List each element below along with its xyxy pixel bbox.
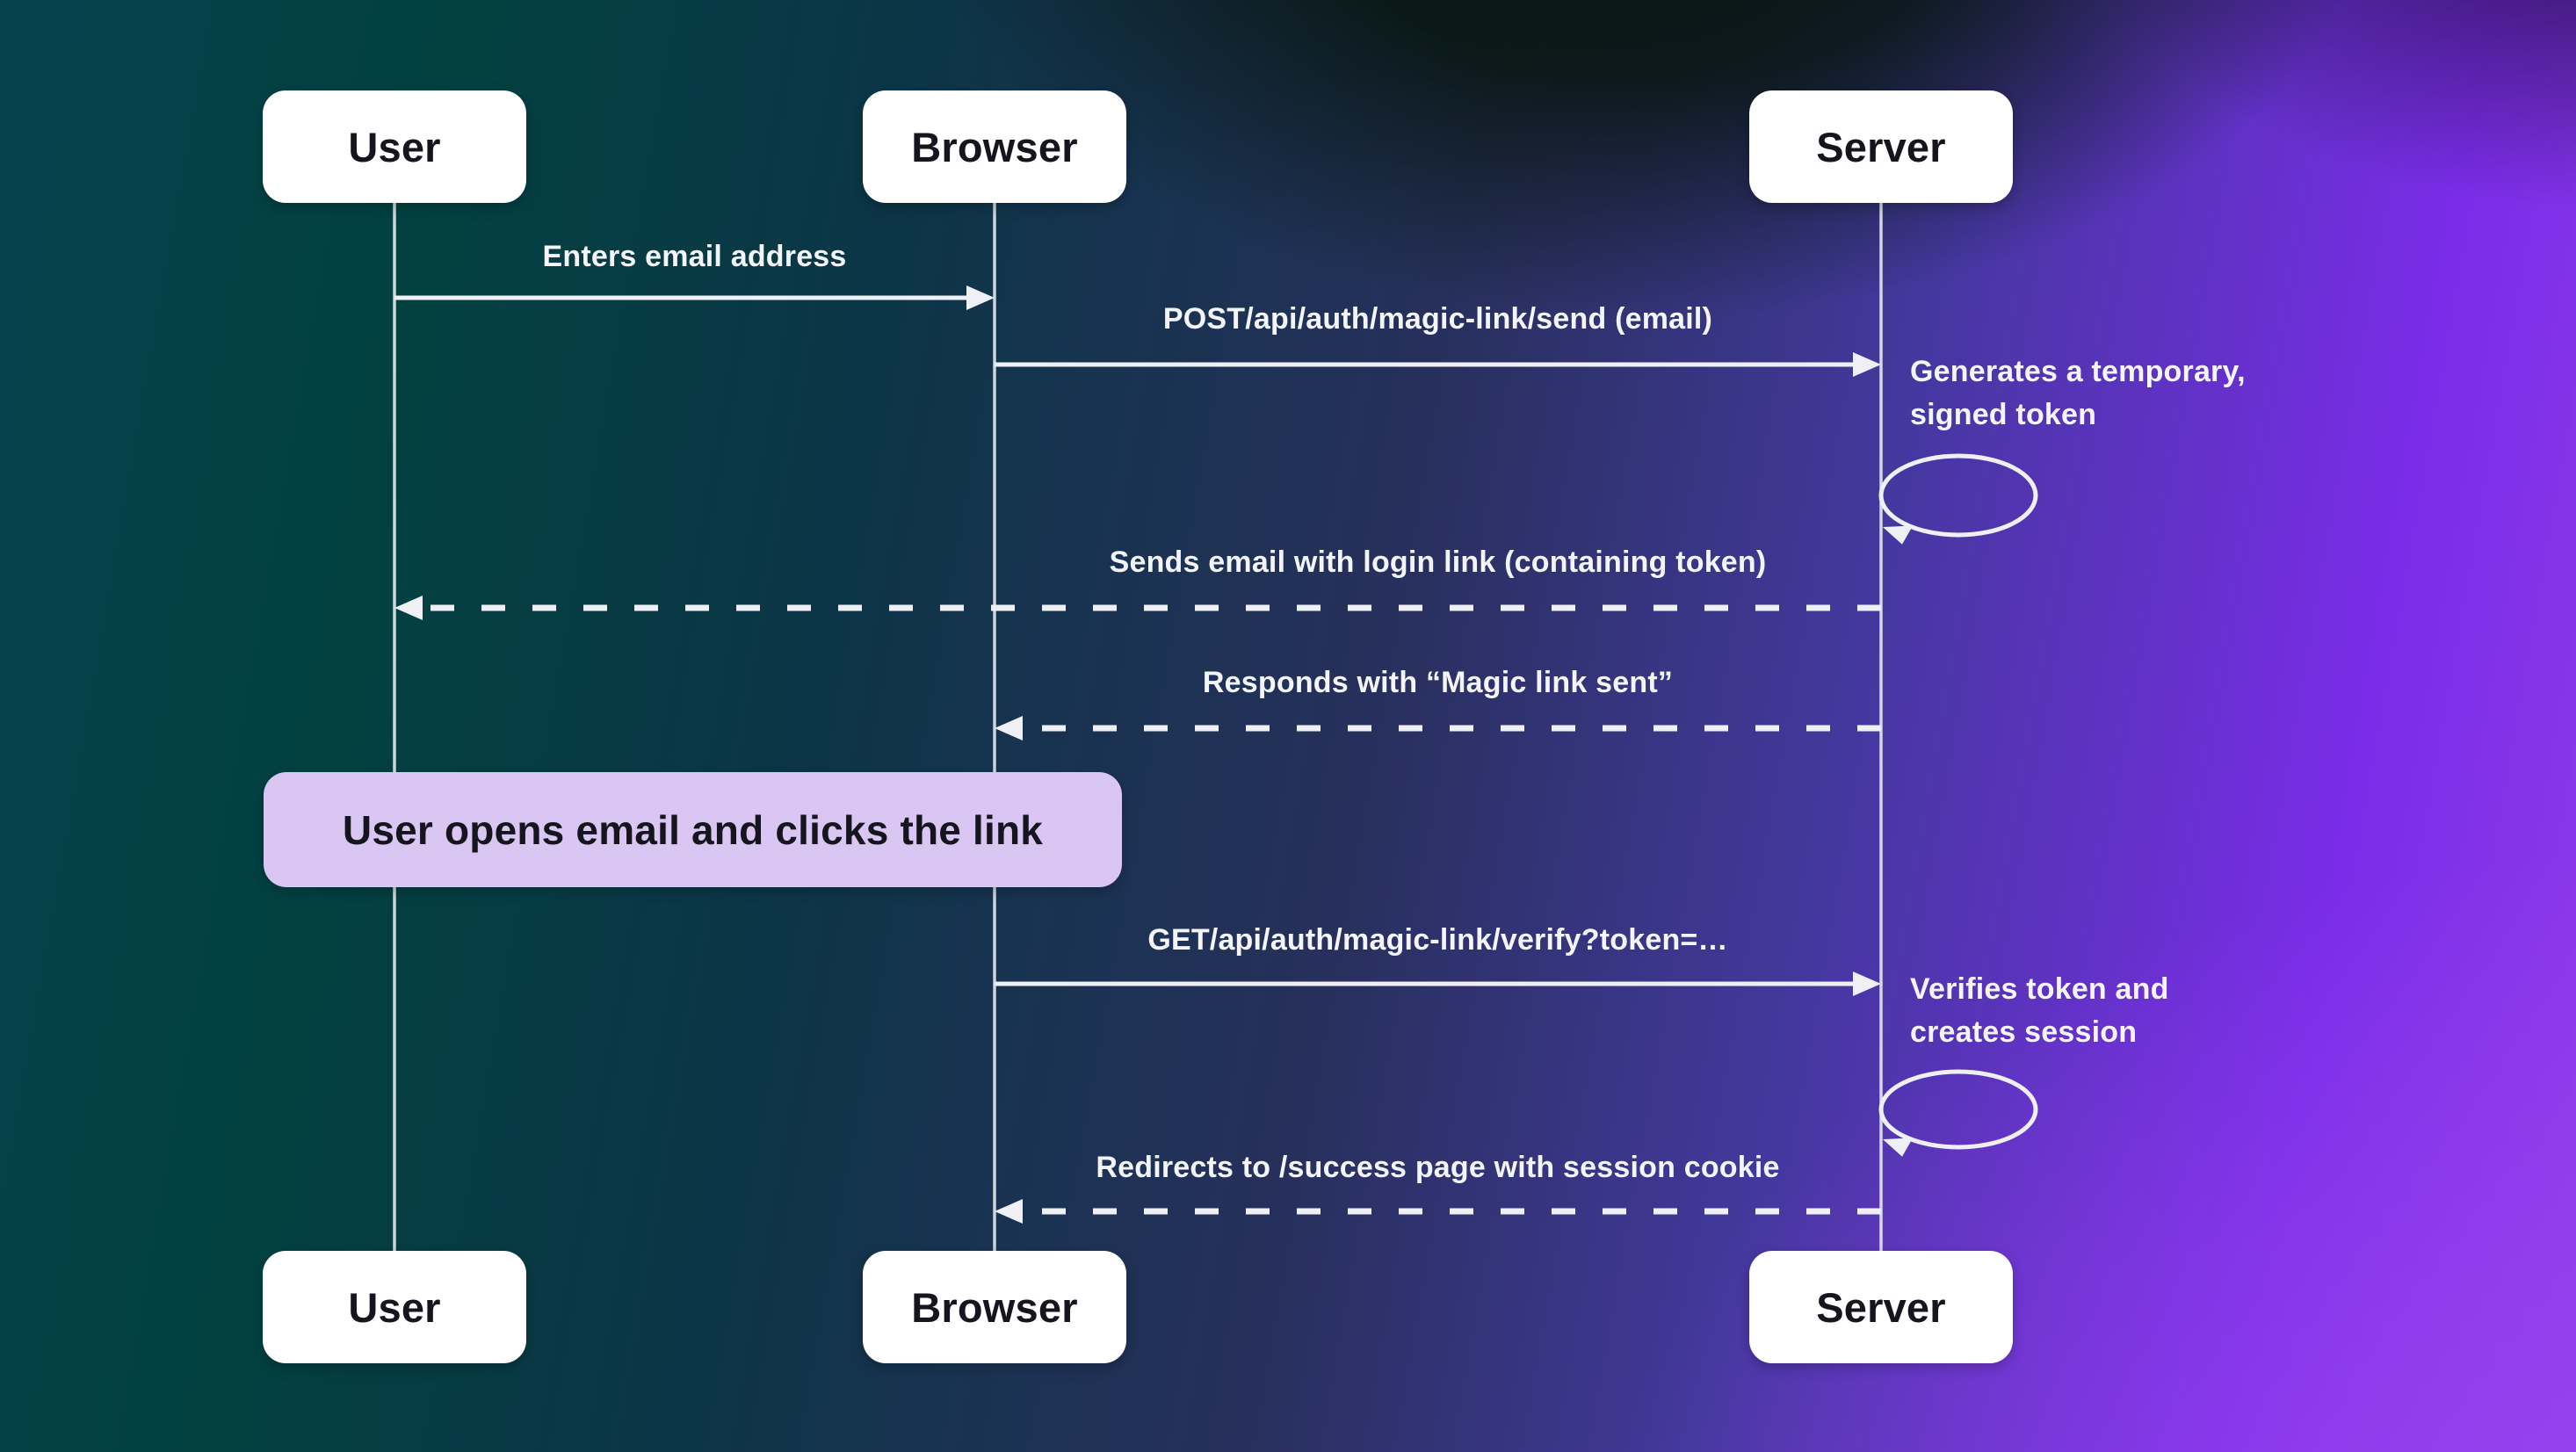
self-loop-generate-token: [1878, 453, 2038, 538]
message-label-responds-sent: Responds with “Magic link sent”: [1202, 666, 1674, 699]
self-loop-verify-token: [1878, 1069, 2038, 1150]
arrowhead-get-verify: [1853, 972, 1881, 996]
message-label-enters-email: Enters email address: [542, 240, 847, 273]
actor-browser-bottom: Browser: [863, 1251, 1126, 1363]
note-user-opens-email: User opens email and clicks the link: [264, 772, 1122, 887]
actor-server-bottom: Server: [1749, 1251, 2013, 1363]
message-label-redirects-success: Redirects to /success page with session …: [1096, 1151, 1780, 1184]
arrowhead-redirects-success: [995, 1199, 1023, 1224]
arrowhead-sends-email: [394, 596, 423, 620]
actor-user-top: User: [263, 90, 526, 203]
arrowhead-responds-sent: [995, 716, 1023, 740]
annotation-verify-token: Verifies token and creates session: [1910, 972, 2169, 1049]
annotation-generate-token: Generates a temporary, signed token: [1910, 355, 2246, 431]
message-label-get-verify: GET/api/auth/magic-link/verify?token=…: [1147, 923, 1728, 957]
actor-server-top: Server: [1749, 90, 2013, 203]
actor-browser-top: Browser: [863, 90, 1126, 203]
message-label-sends-email: Sends email with login link (containing …: [1109, 545, 1767, 579]
message-label-post-send: POST/api/auth/magic-link/send (email): [1162, 302, 1713, 336]
arrowhead-generate-token: [1883, 525, 1914, 545]
arrowhead-enters-email: [966, 285, 995, 310]
arrowhead-post-send: [1853, 352, 1881, 377]
actor-user-bottom: User: [263, 1251, 526, 1363]
arrowhead-verify-token: [1883, 1138, 1914, 1157]
